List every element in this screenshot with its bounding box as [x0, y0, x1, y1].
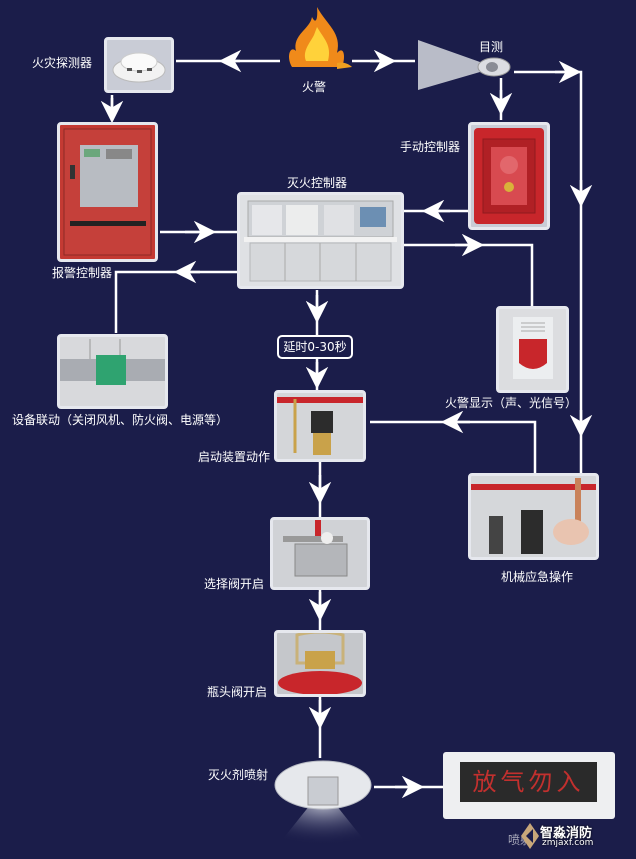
solenoid-valve-icon: [277, 397, 363, 455]
extinguish-controller-label: 灭火控制器: [287, 176, 348, 190]
bottle-valve-node: [274, 630, 366, 697]
starter-node: [274, 390, 366, 462]
fire-icon: [289, 7, 352, 69]
hand-lever-icon: [471, 478, 596, 554]
watermark-site: zmjaxf.com: [542, 838, 594, 848]
extinguish-controller-node: [237, 192, 404, 289]
starter-label: 启动装置动作: [198, 450, 271, 464]
visual-label: 目测: [479, 40, 504, 54]
delay-box: 延时0-30秒: [277, 335, 353, 359]
detector-node: [104, 37, 174, 93]
strobe-siren-icon: [513, 317, 553, 379]
edge-extinguish-linkage: [114, 270, 238, 333]
alarm-panel-icon: [63, 128, 152, 256]
nozzle-label: 灭火剂喷射: [208, 768, 269, 782]
watermark-logo-icon: [521, 823, 539, 849]
mechanical-label: 机械应急操作: [501, 570, 574, 584]
alarm-controller-node: [57, 122, 158, 262]
bottle-valve-label: 瓶头阀开启: [207, 685, 268, 699]
control-console-icon: [244, 200, 397, 282]
duct-fan-icon: [60, 339, 165, 385]
alarm-display-node: [496, 306, 569, 393]
sign-display-text: 放气勿入: [460, 762, 597, 802]
nozzle-icon: [270, 760, 376, 855]
visual-node: [418, 38, 513, 93]
sign-node: 放气勿入: [443, 752, 615, 819]
mechanical-node: [468, 473, 599, 560]
alarm-display-label: 火警显示（声、光信号）: [445, 396, 578, 410]
selector-valve-icon: [283, 520, 348, 577]
nozzle-node: [270, 755, 376, 855]
eye-icon: [418, 40, 511, 90]
edge-extinguish-alarmdisplay: [404, 243, 534, 306]
detector-label: 火灾探测器: [32, 56, 93, 70]
watermark-brand: 智淼消防: [540, 826, 593, 841]
selector-valve-node: [270, 517, 370, 590]
fire-label: 火警: [302, 80, 327, 94]
linkage-label: 设备联动（关闭风机、防火阀、电源等）: [12, 413, 229, 427]
selector-valve-label: 选择阀开启: [204, 577, 265, 591]
linkage-node: [57, 334, 168, 409]
manual-controller-label: 手动控制器: [400, 140, 461, 154]
fire-node: [282, 5, 352, 75]
smoke-detector-icon: [112, 52, 166, 83]
alarm-controller-label: 报警控制器: [52, 266, 113, 280]
bottle-valve-icon: [278, 633, 362, 694]
edge-mechanical-starter: [370, 420, 537, 473]
manual-call-point-icon: [474, 128, 544, 224]
manual-controller-node: [468, 122, 550, 230]
